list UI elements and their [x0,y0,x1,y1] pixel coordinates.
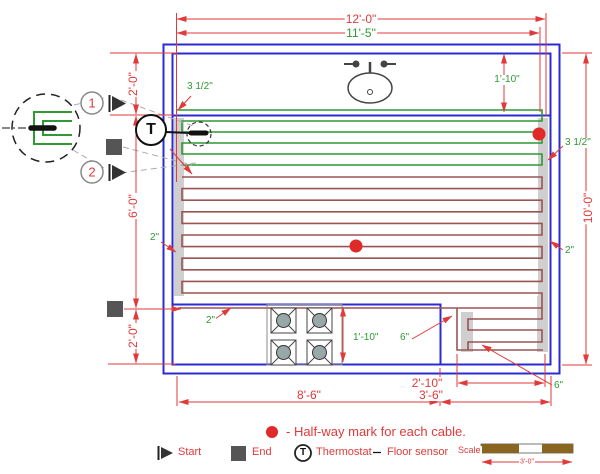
detail-view [2,93,81,163]
legend-thermostat-label: Thermostat [315,446,373,458]
legend-thermostat-letter: T [299,447,307,458]
legend-halfway-text: - Half-way mark for each cable. [285,424,467,439]
label-1-10-top: 1'-10" [493,74,521,85]
thermostat-letter: T [146,121,156,138]
dim-2-10: 2'-10" [410,376,444,390]
thermostat-lead [165,131,191,134]
start-marker-1 [112,96,126,111]
label-3-5-right: 3 1/2" [564,137,592,148]
legend-floor-sensor-label: Floor sensor [386,446,450,458]
label-2-right: 2" [564,245,576,256]
inner-wall [171,52,552,366]
dim-right-10-0: 10'-0" [581,191,595,225]
dim-11-5: 11'-5" [345,26,377,40]
heating-cable-1 [176,109,543,166]
bottom-counter-edge [172,303,442,365]
label-6-right: 6" [553,380,565,391]
dim-left-6-0: 6'-0" [126,193,140,219]
dim-8-6: 8'-6" [296,388,322,402]
scale-label: Scale [457,445,482,455]
cable-markers [80,91,126,317]
callout-2: 2 [88,164,96,180]
halfway-mark-cable1 [532,127,546,141]
sink-basin [347,72,393,104]
label-6-left: 6" [399,332,411,343]
legend-end-icon [231,446,246,461]
legend-start-label: Start [177,446,203,458]
label-2-bottom: 2" [205,315,217,326]
heating-cable-2 [178,176,543,351]
callout-1: 1 [88,95,96,111]
walls [162,43,561,375]
label-3-5-left: 3 1/2" [186,81,214,92]
legend-thermostat-icon [294,444,312,462]
callout-1-circle [80,91,104,115]
start-marker-2 [112,165,126,180]
burner [306,339,333,366]
scale-dim-3-0: 3'-0" [519,458,535,466]
end-marker-1 [106,139,122,155]
dim-left-2-0-top: 2'-0" [126,71,140,97]
floor-sensor-circle [186,121,212,147]
burner [306,307,333,334]
legend-end-label: End [251,446,273,458]
burner [270,307,297,334]
legend-start-icon [161,447,173,459]
stove [266,304,343,366]
callout-2-circle [80,160,104,184]
legend-halfway-dot [266,426,278,438]
end-marker-2 [107,301,123,317]
dim-3-6: 3'-6" [418,388,444,402]
label-2-left: 2" [149,232,161,243]
outer-wall [162,43,561,375]
label-1-10-bottom: 1'-10" [352,332,380,343]
dim-left-2-0-bottom: 2'-0" [126,323,140,349]
sink [344,60,396,104]
halfway-mark-cable2 [349,239,363,253]
thermostat-symbol [135,114,167,146]
dim-12-0: 12'-0" [344,12,378,26]
burner [270,339,297,366]
